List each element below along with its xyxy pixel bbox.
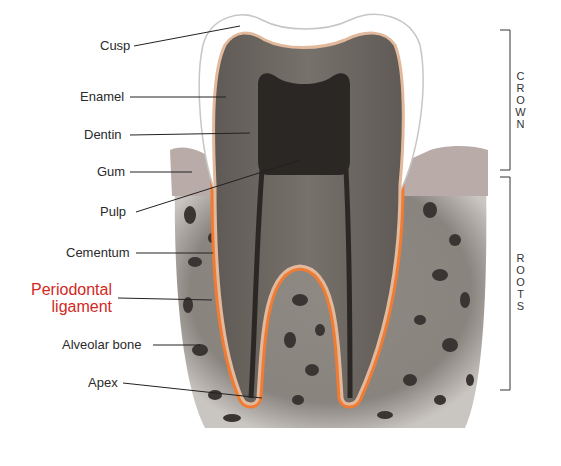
periodontal-ligament: [214, 33, 404, 404]
part-label: Apex: [88, 375, 118, 390]
root-canal: [346, 170, 350, 398]
part-label: Cementum: [66, 245, 130, 260]
part-label: Gum: [97, 164, 125, 179]
part-label: Cusp: [100, 38, 130, 53]
part-label: Enamel: [80, 89, 124, 104]
part-label: Dentin: [84, 127, 122, 142]
gum: [402, 146, 488, 196]
bracket: [500, 30, 510, 390]
section-label: CROWN: [515, 70, 526, 130]
root-canal: [251, 170, 262, 398]
part-label: Periodontal ligament: [12, 281, 112, 315]
leader-lines: [118, 26, 300, 398]
pulp-chamber: [258, 73, 350, 175]
dentin: [214, 33, 404, 404]
section-label: ROOTS: [515, 252, 526, 312]
part-label: Alveolar bone: [62, 337, 142, 352]
part-label: Pulp: [100, 204, 126, 219]
